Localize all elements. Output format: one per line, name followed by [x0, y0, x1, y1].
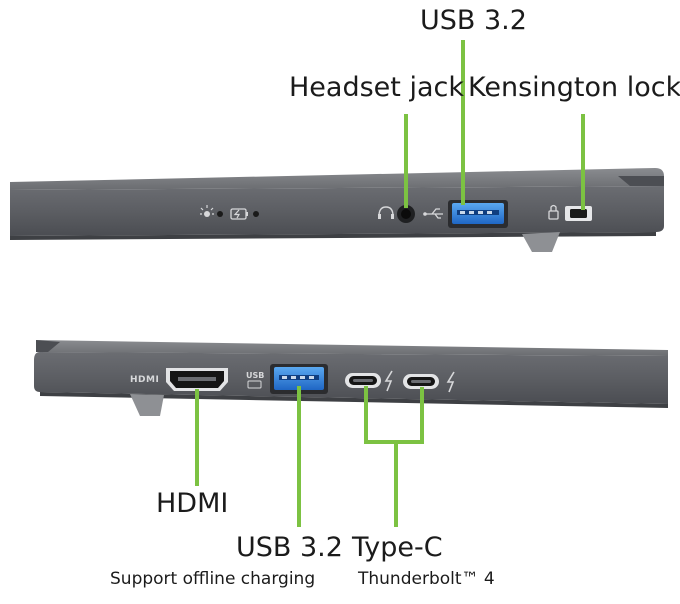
headset-icon	[378, 206, 394, 219]
usb-port-top	[448, 200, 508, 228]
kensington-slot	[565, 206, 592, 221]
label-usb-bottom: USB 3.2	[236, 532, 343, 563]
label-usb-top: USB 3.2	[420, 5, 527, 36]
hinge-left	[36, 340, 60, 352]
kensington-lock-icon	[548, 204, 559, 220]
lid-top-left	[36, 340, 668, 356]
battery-led	[253, 211, 259, 217]
typec-port-2	[403, 374, 439, 389]
laptop-right-side	[10, 40, 664, 252]
usb-port-bottom	[270, 364, 328, 394]
usb-charge-badge: USB	[246, 371, 264, 389]
rubber-foot	[522, 232, 560, 252]
battery-charge-icon	[230, 208, 248, 220]
thunderbolt-icon	[384, 370, 393, 392]
leader-typec	[364, 386, 424, 527]
headset-jack	[397, 205, 415, 223]
usb-badge-text: USB	[246, 371, 264, 380]
hdmi-port	[166, 368, 228, 391]
hdmi-chassis-logo: HDMI	[130, 375, 159, 385]
hinge	[618, 176, 664, 186]
power-light-icon	[200, 205, 214, 217]
usb-symbol-icon	[423, 208, 443, 219]
typec-port-1	[345, 373, 381, 388]
lid-top	[10, 168, 664, 190]
label-headset-jack: Headset jack	[289, 72, 464, 103]
label-typec: Type-C	[352, 532, 443, 563]
thunderbolt-icon-2	[446, 371, 455, 393]
label-kensington-lock: Kensington lock	[468, 72, 680, 103]
label-usb-bottom-sub: Support offline charging	[110, 569, 316, 589]
power-led	[217, 211, 223, 217]
base-edge	[10, 232, 656, 240]
label-hdmi: HDMI	[156, 488, 229, 519]
laptop-left-side: HDMI USB	[34, 340, 668, 527]
label-typec-sub: Thunderbolt™ 4	[358, 569, 495, 589]
rubber-foot-left	[130, 394, 164, 416]
